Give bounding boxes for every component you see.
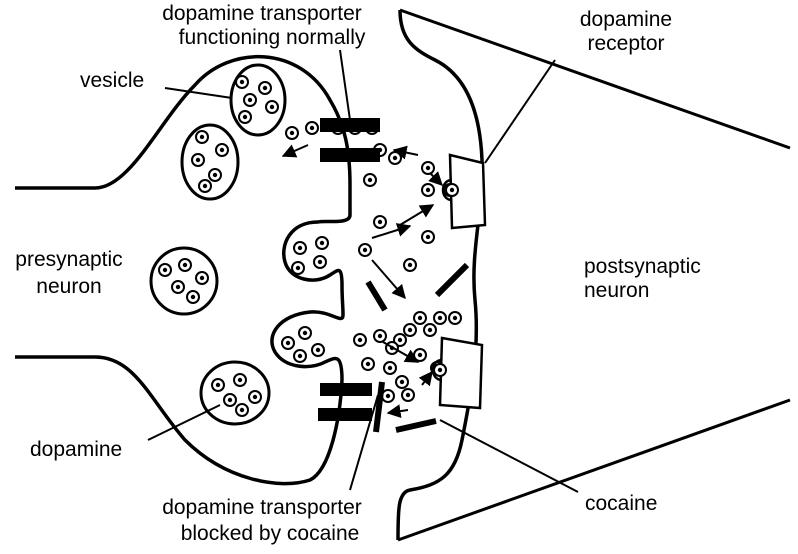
cocaine-molecules <box>365 262 470 433</box>
label-transporter-normal-line1: dopamine transporter <box>162 2 362 25</box>
label-presynaptic-line2: neuron <box>36 275 101 298</box>
label-receptor-line1: dopamine <box>580 8 672 31</box>
label-dopamine: dopamine <box>30 438 122 461</box>
presynaptic-membrane-lower <box>15 355 344 486</box>
fusing-vesicle-lower <box>270 310 345 381</box>
label-vesicle: vesicle <box>80 69 144 92</box>
label-transporter-blocked-line1: dopamine transporter <box>162 496 362 519</box>
dopamine-receptor-upper <box>441 153 487 230</box>
presynaptic-membrane <box>15 55 352 215</box>
dopamine-transporter-normal <box>320 118 380 162</box>
diffusion-arrows <box>281 144 443 419</box>
label-presynaptic-line1: presynaptic <box>15 248 122 271</box>
dopamine-transporter-blocked <box>318 383 372 421</box>
label-transporter-normal-line2: functioning normally <box>179 26 366 49</box>
dopamine-receptor-lower <box>431 336 484 410</box>
vesicle-1 <box>229 63 287 137</box>
label-postsynaptic-line1: postsynaptic <box>584 255 701 278</box>
vesicle-3 <box>149 246 219 316</box>
label-receptor-line2: receptor <box>587 32 664 55</box>
leader-lines <box>147 49 579 493</box>
label-postsynaptic-line2: neuron <box>584 279 649 302</box>
postsynaptic-membrane <box>396 9 484 541</box>
fusing-vesicle-upper <box>282 214 352 316</box>
vesicle-4 <box>199 360 271 426</box>
label-cocaine: cocaine <box>585 492 657 515</box>
vesicle-2 <box>180 123 240 201</box>
label-transporter-blocked-line2: blocked by cocaine <box>181 522 360 545</box>
